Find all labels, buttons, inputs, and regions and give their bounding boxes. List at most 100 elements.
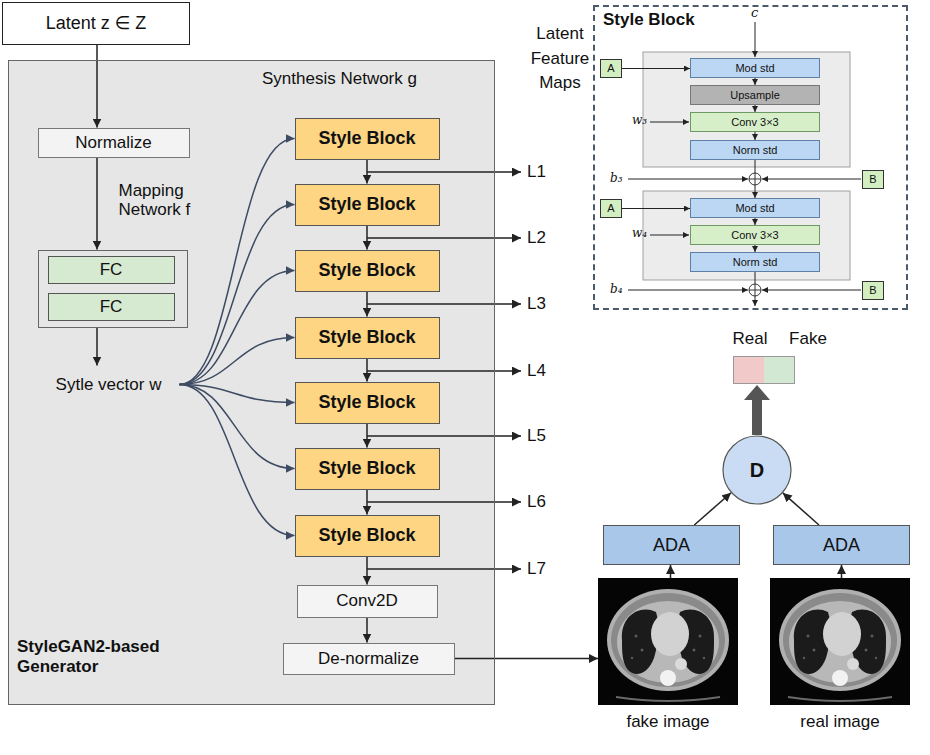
ct-scan-picture [598, 578, 738, 705]
connector [366, 557, 368, 585]
sum-symbol [749, 284, 761, 296]
box-label: ADA [653, 535, 690, 556]
box-label: Mod std [735, 202, 774, 215]
connector [622, 208, 690, 209]
style-block-wires [628, 22, 861, 306]
signal-label: w₃ [632, 113, 647, 127]
box-label: FC [100, 260, 123, 280]
ada-box: ADA [603, 525, 740, 565]
connector [755, 245, 756, 252]
process-box: Conv2D [297, 585, 438, 618]
generator-panel-fill [8, 60, 495, 705]
style-vector: Sytle vector w [38, 366, 180, 404]
box-label: real image [770, 712, 910, 732]
box-label: Conv 3×3 [731, 116, 778, 129]
connector [180, 338, 295, 385]
connector [96, 328, 98, 366]
conv-box: Conv 3×3 [690, 225, 820, 245]
feature-map-name: L3 [527, 294, 546, 314]
connector [366, 226, 368, 250]
generator-panel: StyleGAN2-based Generator NormalizeMappin… [8, 60, 495, 705]
box-label: A [607, 62, 614, 75]
style-block: Style Block [295, 317, 440, 359]
box-label: Conv 3×3 [731, 229, 778, 242]
style-block: Style Block [295, 118, 440, 160]
box-label: D [750, 459, 764, 482]
mod-box: Norm std [690, 252, 820, 272]
signal-label: w₄ [632, 226, 647, 240]
box-label: Norm std [733, 256, 778, 269]
box-label: Mapping Network f [119, 181, 219, 220]
output-arrow [744, 385, 770, 435]
box-label: A [607, 202, 614, 215]
upsample-box: Upsample [690, 85, 820, 105]
style-block-groups [643, 52, 850, 280]
style-block: Style Block [295, 515, 440, 557]
connector [366, 490, 368, 515]
mapping-network: Mapping Network fFCFC [38, 250, 188, 328]
box-label: B [869, 284, 876, 297]
conv-box: Conv 3×3 [690, 112, 820, 132]
box-label: Style Block [318, 392, 415, 413]
signal-label: b₄ [610, 282, 623, 296]
connector [455, 658, 599, 660]
connector [366, 618, 368, 643]
style-block-detail: Style BlockAMod stdUpsampleConv 3×3Norm … [593, 5, 908, 310]
affine-box: A [600, 199, 622, 218]
connector [180, 385, 295, 536]
ct-image: fake image [598, 578, 738, 705]
style-block: Style Block [295, 448, 440, 490]
connector [366, 292, 368, 317]
box-label: FC [100, 297, 123, 317]
connector [96, 158, 98, 250]
box-label: Normalize [75, 133, 152, 153]
fc-layer: FC [48, 293, 175, 321]
connector [366, 359, 368, 382]
box-label: De-normalize [318, 649, 419, 669]
connector [694, 493, 731, 525]
connector [622, 68, 690, 69]
connector [180, 271, 295, 385]
box-label: Norm std [733, 144, 778, 157]
connector [783, 493, 819, 525]
sum-symbol [749, 173, 761, 185]
affine-box: B [862, 281, 884, 300]
connector [755, 105, 756, 112]
connector [366, 424, 368, 448]
process-box: Normalize [38, 128, 190, 158]
mod-box: Norm std [690, 140, 820, 160]
process-box: De-normalize [283, 643, 455, 675]
box-label: Style Block [318, 260, 415, 281]
box-label: Style Block [318, 128, 415, 149]
feature-map-name: L4 [527, 361, 546, 381]
connector [180, 205, 295, 385]
connector [180, 385, 295, 469]
connector [180, 139, 295, 385]
connector [755, 78, 756, 85]
fc-layer: FC [48, 256, 175, 284]
box-label: Upsample [730, 89, 780, 102]
ct-image: real image [770, 578, 910, 705]
section-title: Synthesis Network g [262, 69, 417, 89]
feature-map-name: L7 [527, 559, 546, 579]
mod-box: Mod std [690, 58, 820, 78]
ct-scan-picture [770, 578, 910, 705]
discriminator-circle [723, 436, 791, 504]
signal-label: c [751, 5, 758, 21]
box-label: Style Block [318, 327, 415, 348]
box-label: Mod std [735, 62, 774, 75]
connector [366, 160, 368, 184]
feature-map-name: L5 [527, 426, 546, 446]
connector [755, 218, 756, 225]
box-label: Style Block [318, 525, 415, 546]
affine-box: B [862, 170, 884, 189]
input-box: Latent z ∈ Z [2, 2, 190, 45]
signal-label: b₃ [610, 171, 623, 185]
feature-map-name: L6 [527, 492, 546, 512]
output-arrow-shaft [752, 399, 762, 435]
box-label: Fake [784, 329, 832, 349]
connector [841, 565, 843, 578]
box-label: Style Block [318, 458, 415, 479]
box-label: StyleGAN2-based Generator [17, 637, 192, 676]
box-label: Sytle vector w [56, 375, 162, 395]
